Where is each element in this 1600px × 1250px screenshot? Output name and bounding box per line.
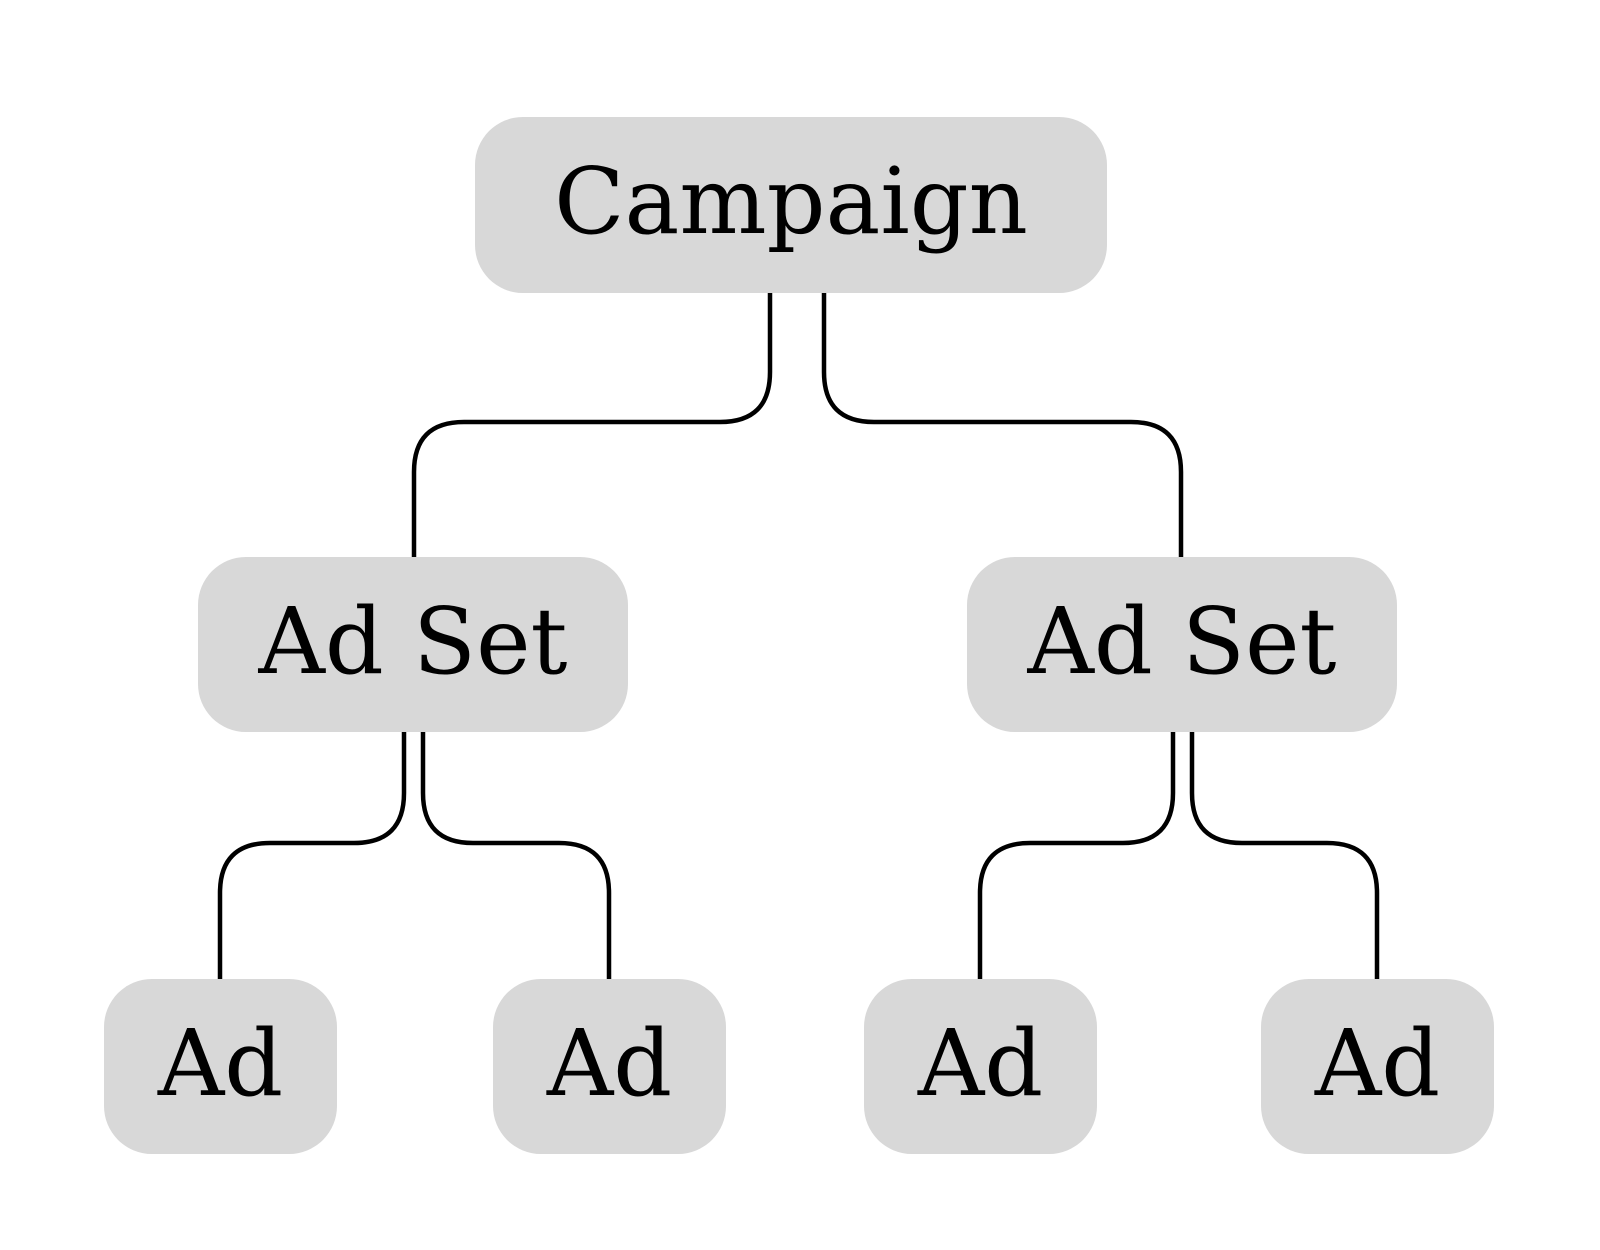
node-ad-4: Ad <box>1261 979 1494 1154</box>
node-campaign: Campaign <box>475 117 1107 293</box>
node-ad-3-label: Ad <box>917 1009 1044 1117</box>
edge-campaign-to-adset-right <box>821 293 1184 557</box>
edge-adset-left-to-ad-1 <box>217 732 407 979</box>
node-ad-1-label: Ad <box>157 1009 284 1117</box>
node-ad-set-right-label: Ad Set <box>1027 587 1337 695</box>
node-ad-3: Ad <box>864 979 1097 1154</box>
node-campaign-label: Campaign <box>554 148 1028 255</box>
edge-adset-right-to-ad-4 <box>1189 732 1380 979</box>
node-ad-set-right: Ad Set <box>967 557 1397 732</box>
node-ad-2: Ad <box>493 979 726 1154</box>
edge-adset-right-to-ad-3 <box>977 732 1176 979</box>
node-ad-2-label: Ad <box>546 1009 673 1117</box>
node-ad-1: Ad <box>104 979 337 1154</box>
node-ad-4-label: Ad <box>1314 1009 1441 1117</box>
node-ad-set-left: Ad Set <box>198 557 628 732</box>
edge-campaign-to-adset-left <box>411 293 773 557</box>
node-ad-set-left-label: Ad Set <box>258 587 568 695</box>
edge-adset-left-to-ad-2 <box>420 732 612 979</box>
